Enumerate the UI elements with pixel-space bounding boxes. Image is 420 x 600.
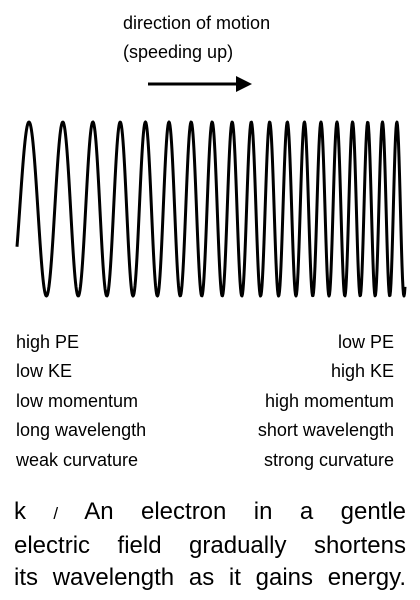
left-label-pe: high PE [16,332,80,352]
caption-label: k [14,498,26,525]
left-label-momentum: low momentum [16,390,139,411]
right-label-pe: low PE [337,332,394,352]
motion-speeding-label: (speeding up) [123,42,234,62]
right-label-wavelength: short wavelength [257,420,394,441]
caption-line-2: electric field gradually shortens [14,532,406,559]
caption-separator: / [53,504,59,523]
caption-line-1: k / An electron in a gentle [14,496,406,530]
left-label-wavelength: long wavelength [16,420,147,441]
left-label-ke: low KE [16,361,73,382]
motion-direction-label: direction of motion [123,13,271,33]
figure-caption: k / An electron in a gentle electric fie… [14,496,406,594]
right-label-ke: high KE [330,361,394,382]
right-label-curvature: strong curvature [263,449,394,470]
left-properties: high PE low KE low momentum long wavelen… [16,330,146,477]
right-label-momentum: high momentum [264,390,394,411]
electron-wave [15,120,407,298]
caption-line-3: its wavelength as it gains energy. [14,564,406,591]
right-properties: low PE high KE high momentum short wavel… [258,330,394,477]
left-label-curvature: weak curvature [16,449,139,470]
wave-figure [15,76,407,298]
caption-text-1: An electron in a gentle [84,498,407,525]
motion-arrow-head [236,76,252,92]
